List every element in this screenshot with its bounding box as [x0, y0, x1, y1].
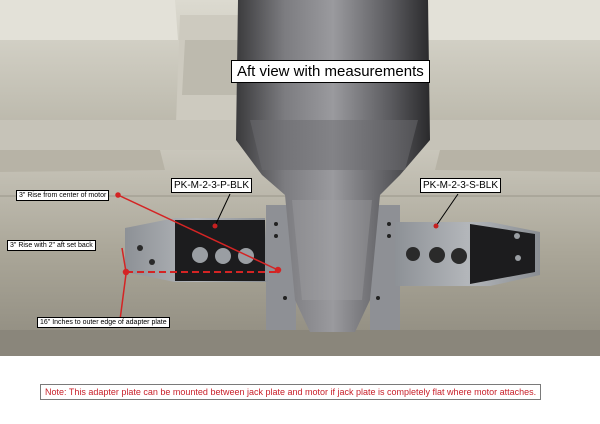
measurement-rise-center: 3" Rise from center of motor: [16, 190, 110, 201]
measurement-outer-edge: 16" Inches to outer edge of adapter plat…: [37, 317, 170, 328]
mounting-note: Note: This adapter plate can be mounted …: [40, 384, 542, 400]
part-label-port: PK-M-2-3-P-BLK: [171, 178, 253, 193]
measurement-rise-setback: 3" Rise with 2" aft set back: [7, 240, 96, 251]
measurement-lines: [115, 192, 282, 321]
part-label-starboard: PK-M-2-3-S-BLK: [420, 178, 502, 193]
view-title: Aft view with measurements: [231, 60, 430, 83]
